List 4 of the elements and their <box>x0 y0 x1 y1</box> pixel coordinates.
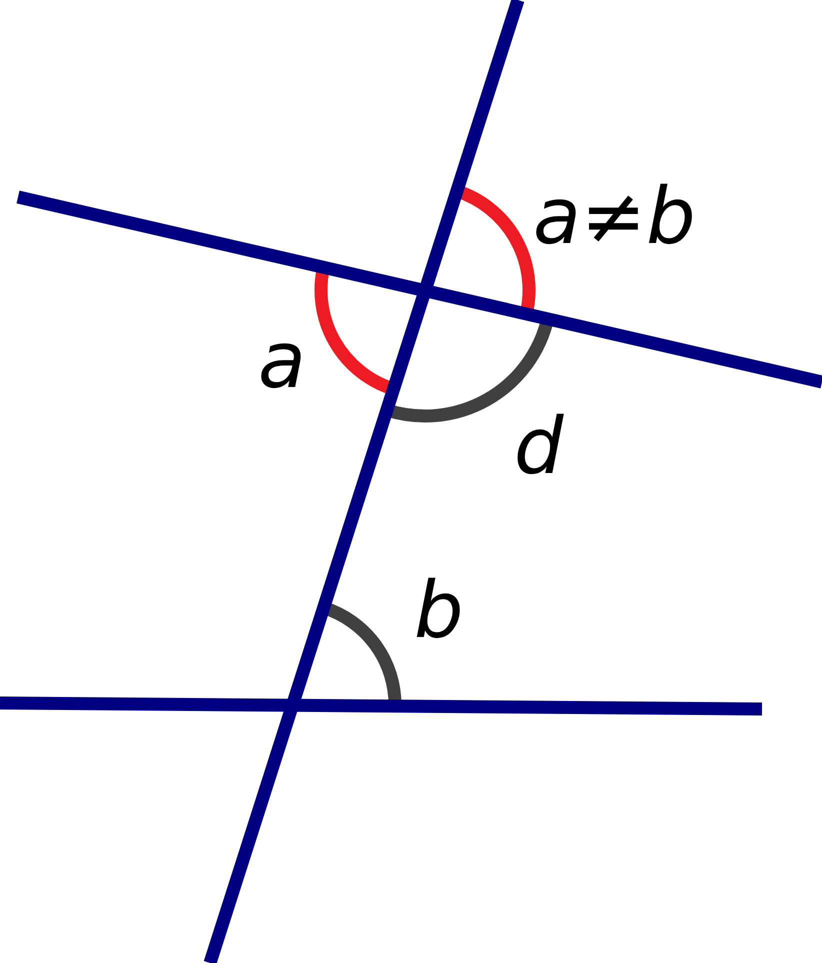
angle-label: d <box>514 408 564 486</box>
angle-label: b <box>414 572 464 650</box>
angle-label: a≠b <box>533 178 696 256</box>
angle-label: a <box>258 322 306 400</box>
